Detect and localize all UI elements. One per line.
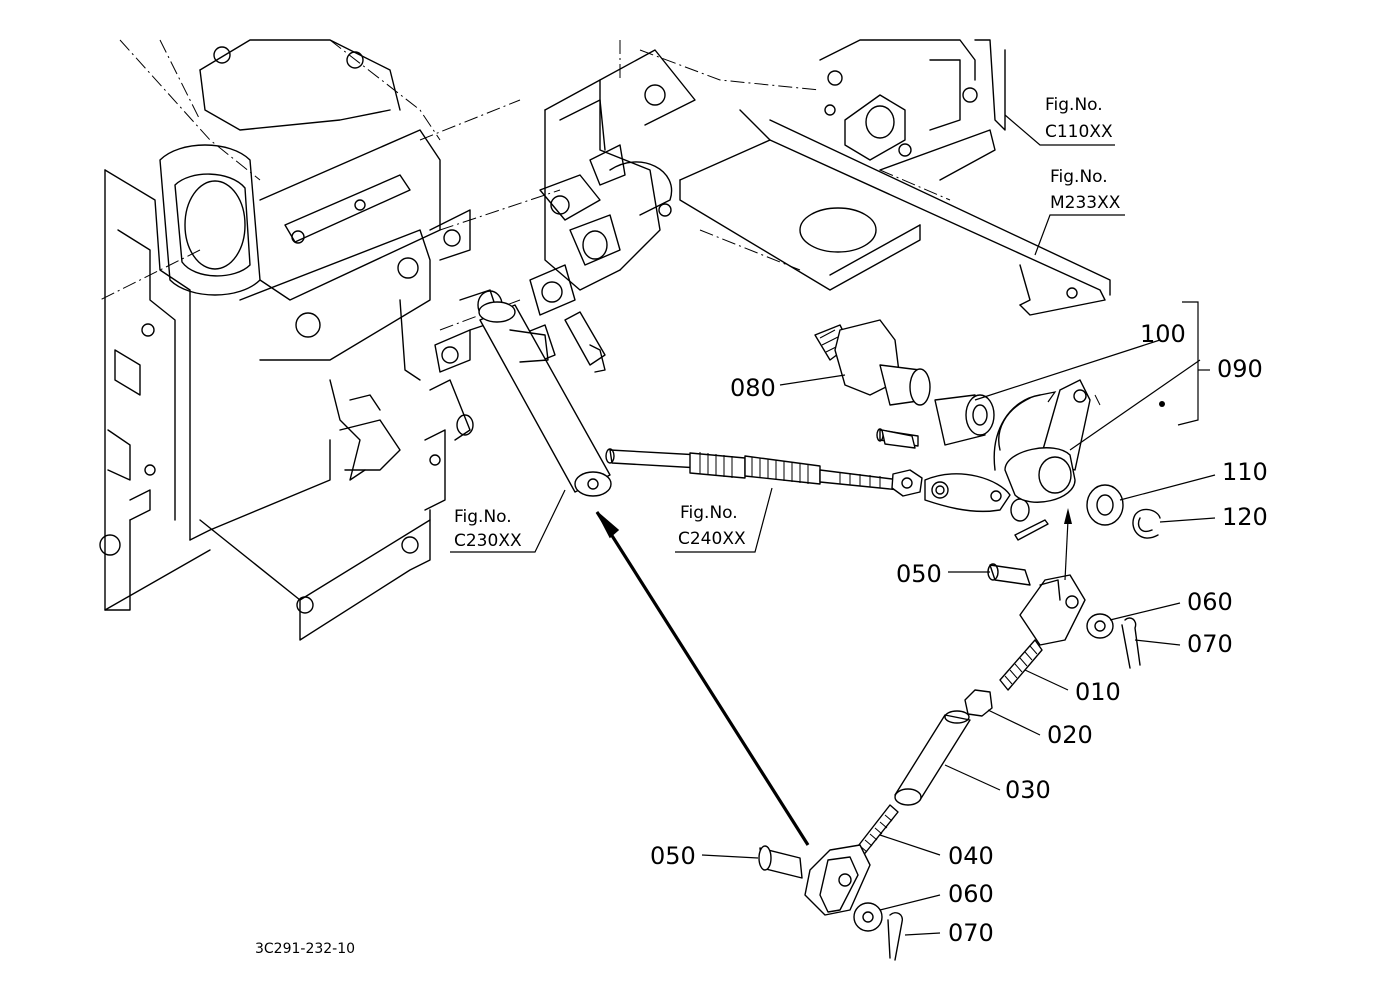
support-plate (639, 49, 1111, 316)
fig-ref-m233-code: M233XX (1050, 193, 1121, 213)
fig-ref-c240-code: C240XX (678, 529, 746, 549)
part-label-080: 080 (730, 374, 776, 402)
part-label-060-upper: 060 (1187, 588, 1233, 616)
cable-assembly (605, 428, 1049, 541)
part-label-050-upper: 050 (896, 560, 942, 588)
part-label-050-lower: 050 (650, 842, 696, 870)
rod-assembly (478, 301, 612, 497)
part-label-120: 120 (1222, 503, 1268, 531)
pivot-arm-assembly (814, 319, 1165, 539)
part-label-090: 090 (1217, 355, 1263, 383)
part-label-070-lower: 070 (948, 919, 994, 947)
part-label-070-upper: 070 (1187, 630, 1233, 658)
part-labels: 100 090 080 110 120 050 060 070 010 020 … (650, 320, 1268, 947)
fig-ref-c240-prefix: Fig.No. (680, 503, 738, 523)
callout-leaders (701, 301, 1216, 936)
fig-ref-m233-prefix: Fig.No. (1050, 167, 1108, 187)
part-label-100: 100 (1140, 320, 1186, 348)
fig-ref-c230-prefix: Fig.No. (454, 507, 512, 527)
part-label-060-lower: 060 (948, 880, 994, 908)
upper-housing (819, 39, 1006, 201)
fig-ref-c230-code: C230XX (454, 531, 522, 551)
part-label-040: 040 (948, 842, 994, 870)
part-label-110: 110 (1222, 458, 1268, 486)
drawing-code: 3C291-232-10 (255, 941, 355, 957)
fig-ref-c110-code: C110XX (1045, 122, 1113, 142)
central-bracket (519, 40, 696, 373)
fig-ref-c110-prefix: Fig.No. (1045, 95, 1103, 115)
assembly-arrows (595, 391, 1072, 846)
figure-ref-leaders (450, 114, 1125, 553)
part-label-010: 010 (1075, 678, 1121, 706)
part-label-020: 020 (1047, 721, 1093, 749)
figure-ref-labels: Fig.No. C110XX Fig.No. M233XX Fig.No. C2… (454, 95, 1121, 551)
turnbuckle-assembly (758, 563, 1141, 961)
transmission-housing (99, 39, 561, 641)
part-label-030: 030 (1005, 776, 1051, 804)
